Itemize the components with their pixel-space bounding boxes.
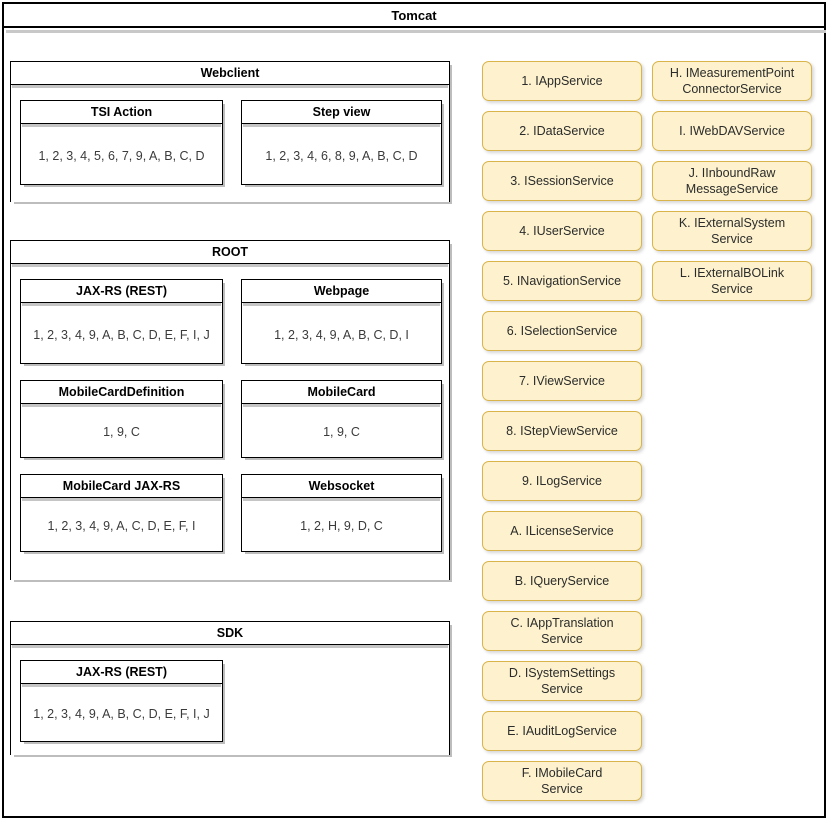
component-jax-rs-rest[interactable]: JAX-RS (REST) 1, 2, 3, 4, 9, A, B, C, D,… xyxy=(20,279,223,364)
component-sdk-jax-rs-rest-services: 1, 2, 3, 4, 9, A, B, C, D, E, F, I, J xyxy=(33,707,210,721)
service-isystemsettingsservice[interactable]: D. ISystemSettings Service xyxy=(482,661,642,701)
service-iinboundrawmessageservice[interactable]: J. IInboundRaw MessageService xyxy=(652,161,812,201)
service-iselectionservice[interactable]: 6. ISelectionService xyxy=(482,311,642,351)
package-root-title: ROOT xyxy=(11,241,449,264)
service-inavigationservice[interactable]: 5. INavigationService xyxy=(482,261,642,301)
service-idataservice[interactable]: 2. IDataService xyxy=(482,111,642,151)
component-webpage[interactable]: Webpage 1, 2, 3, 4, 9, A, B, C, D, I xyxy=(241,279,442,364)
service-iapptranslationservice[interactable]: C. IAppTranslation Service xyxy=(482,611,642,651)
package-sdk-divider xyxy=(12,645,448,648)
package-webclient: Webclient TSI Action 1, 2, 3, 4, 5, 6, 7… xyxy=(10,61,450,202)
component-tsi-action-divider xyxy=(22,124,221,127)
service-istepviewservice[interactable]: 8. IStepViewService xyxy=(482,411,642,451)
package-webclient-body: TSI Action 1, 2, 3, 4, 5, 6, 7, 9, A, B,… xyxy=(11,88,449,202)
component-mobilecard-services: 1, 9, C xyxy=(323,425,360,439)
service-imobilecardservice[interactable]: F. IMobileCard Service xyxy=(482,761,642,801)
component-jax-rs-rest-divider xyxy=(22,303,221,306)
component-sdk-jax-rs-rest-title: JAX-RS (REST) xyxy=(21,661,222,684)
component-websocket[interactable]: Websocket 1, 2, H, 9, D, C xyxy=(241,474,442,552)
service-imeasurementpointconnectorservice[interactable]: H. IMeasurementPoint ConnectorService xyxy=(652,61,812,101)
service-isessionservice[interactable]: 3. ISessionService xyxy=(482,161,642,201)
component-webpage-services: 1, 2, 3, 4, 9, A, B, C, D, I xyxy=(274,327,409,342)
component-mobilecard-title: MobileCard xyxy=(242,381,441,404)
component-sdk-jax-rs-rest[interactable]: JAX-RS (REST) 1, 2, 3, 4, 9, A, B, C, D,… xyxy=(20,660,223,742)
service-iauditlogservice[interactable]: E. IAuditLogService xyxy=(482,711,642,751)
component-sdk-jax-rs-rest-divider xyxy=(22,684,221,687)
component-mobilecard-jax-rs[interactable]: MobileCard JAX-RS 1, 2, 3, 4, 9, A, C, D… xyxy=(20,474,223,552)
package-sdk-body: JAX-RS (REST) 1, 2, 3, 4, 9, A, B, C, D,… xyxy=(11,648,449,755)
service-iappservice[interactable]: 1. IAppService xyxy=(482,61,642,101)
package-sdk: SDK JAX-RS (REST) 1, 2, 3, 4, 9, A, B, C… xyxy=(10,621,450,755)
component-tsi-action-title: TSI Action xyxy=(21,101,222,124)
component-mobilecarddefinition[interactable]: MobileCardDefinition 1, 9, C xyxy=(20,380,223,458)
component-mobilecard-jax-rs-title: MobileCard JAX-RS xyxy=(21,475,222,498)
component-websocket-title: Websocket xyxy=(242,475,441,498)
component-mobilecard-divider xyxy=(243,404,440,407)
component-step-view[interactable]: Step view 1, 2, 3, 4, 6, 8, 9, A, B, C, … xyxy=(241,100,442,185)
component-mobilecarddefinition-title: MobileCardDefinition xyxy=(21,381,222,404)
package-webclient-divider xyxy=(12,85,448,88)
component-jax-rs-rest-title: JAX-RS (REST) xyxy=(21,280,222,303)
package-webclient-title: Webclient xyxy=(11,62,449,85)
package-root: ROOT JAX-RS (REST) 1, 2, 3, 4, 9, A, B, … xyxy=(10,240,450,580)
component-websocket-services: 1, 2, H, 9, D, C xyxy=(300,519,383,533)
component-mobilecarddefinition-divider xyxy=(22,404,221,407)
service-iexternalbolinkservice[interactable]: L. IExternalBOLink Service xyxy=(652,261,812,301)
package-sdk-title: SDK xyxy=(11,622,449,645)
service-iqueryservice[interactable]: B. IQueryService xyxy=(482,561,642,601)
component-websocket-divider xyxy=(243,498,440,501)
component-mobilecard[interactable]: MobileCard 1, 9, C xyxy=(241,380,442,458)
component-step-view-title: Step view xyxy=(242,101,441,124)
tomcat-title-divider xyxy=(6,30,826,33)
component-tsi-action-services: 1, 2, 3, 4, 5, 6, 7, 9, A, B, C, D xyxy=(38,148,205,163)
service-ilogservice[interactable]: 9. ILogService xyxy=(482,461,642,501)
component-webpage-divider xyxy=(243,303,440,306)
component-step-view-divider xyxy=(243,124,440,127)
component-step-view-services: 1, 2, 3, 4, 6, 8, 9, A, B, C, D xyxy=(265,148,418,163)
component-mobilecarddefinition-services: 1, 9, C xyxy=(103,425,140,439)
tomcat-title: Tomcat xyxy=(4,4,824,28)
component-webpage-title: Webpage xyxy=(242,280,441,303)
service-iviewservice[interactable]: 7. IViewService xyxy=(482,361,642,401)
component-mobilecard-jax-rs-divider xyxy=(22,498,221,501)
package-root-divider xyxy=(12,264,448,267)
component-jax-rs-rest-services: 1, 2, 3, 4, 9, A, B, C, D, E, F, I, J xyxy=(33,327,210,342)
component-tsi-action[interactable]: TSI Action 1, 2, 3, 4, 5, 6, 7, 9, A, B,… xyxy=(20,100,223,185)
service-iwebdavservice[interactable]: I. IWebDAVService xyxy=(652,111,812,151)
service-iexternalsystemservice[interactable]: K. IExternalSystem Service xyxy=(652,211,812,251)
component-mobilecard-jax-rs-services: 1, 2, 3, 4, 9, A, C, D, E, F, I xyxy=(47,519,196,533)
package-root-body: JAX-RS (REST) 1, 2, 3, 4, 9, A, B, C, D,… xyxy=(11,267,449,580)
service-iuserservice[interactable]: 4. IUserService xyxy=(482,211,642,251)
service-ilicenseservice[interactable]: A. ILicenseService xyxy=(482,511,642,551)
